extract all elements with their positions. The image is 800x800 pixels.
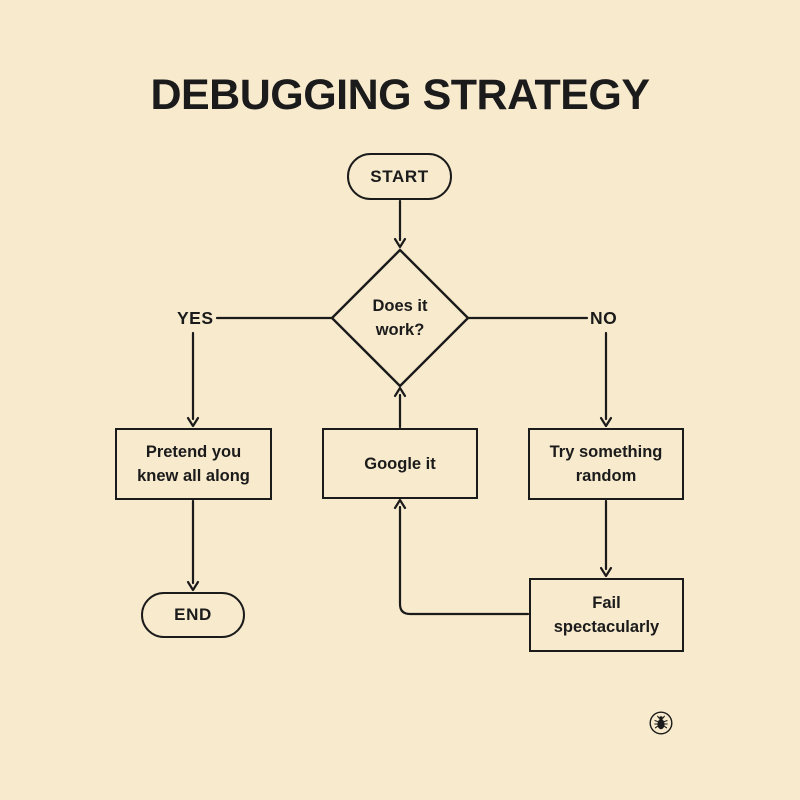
arrowhead-down-decision	[393, 237, 407, 249]
node-end: END	[141, 592, 245, 638]
node-decision-label: Does it work?	[372, 297, 428, 339]
node-fail: Fail spectacularly	[529, 578, 684, 652]
arrowhead-down-pretend	[186, 416, 200, 428]
edge-fail-google	[398, 505, 530, 616]
node-random: Try something random	[528, 428, 684, 500]
branch-label-yes: YES	[177, 308, 214, 328]
node-pretend: Pretend you knew all along	[115, 428, 272, 500]
branch-label-no: NO	[590, 308, 618, 328]
arrowhead-down-end	[186, 580, 200, 592]
arrowhead-down-fail	[599, 566, 613, 578]
arrowhead-up-decision	[393, 386, 407, 398]
node-start-label: START	[370, 166, 429, 186]
arrowhead-up-google	[393, 498, 407, 510]
page-title: DEBUGGING STRATEGY	[150, 70, 650, 119]
node-decision: Does it work?	[330, 248, 470, 388]
arrowhead-down-random	[599, 416, 613, 428]
node-end-label: END	[174, 605, 212, 624]
bug-icon	[649, 711, 673, 735]
node-google: Google it	[322, 428, 478, 499]
node-start: START	[347, 153, 452, 200]
diamond-icon	[330, 248, 470, 388]
